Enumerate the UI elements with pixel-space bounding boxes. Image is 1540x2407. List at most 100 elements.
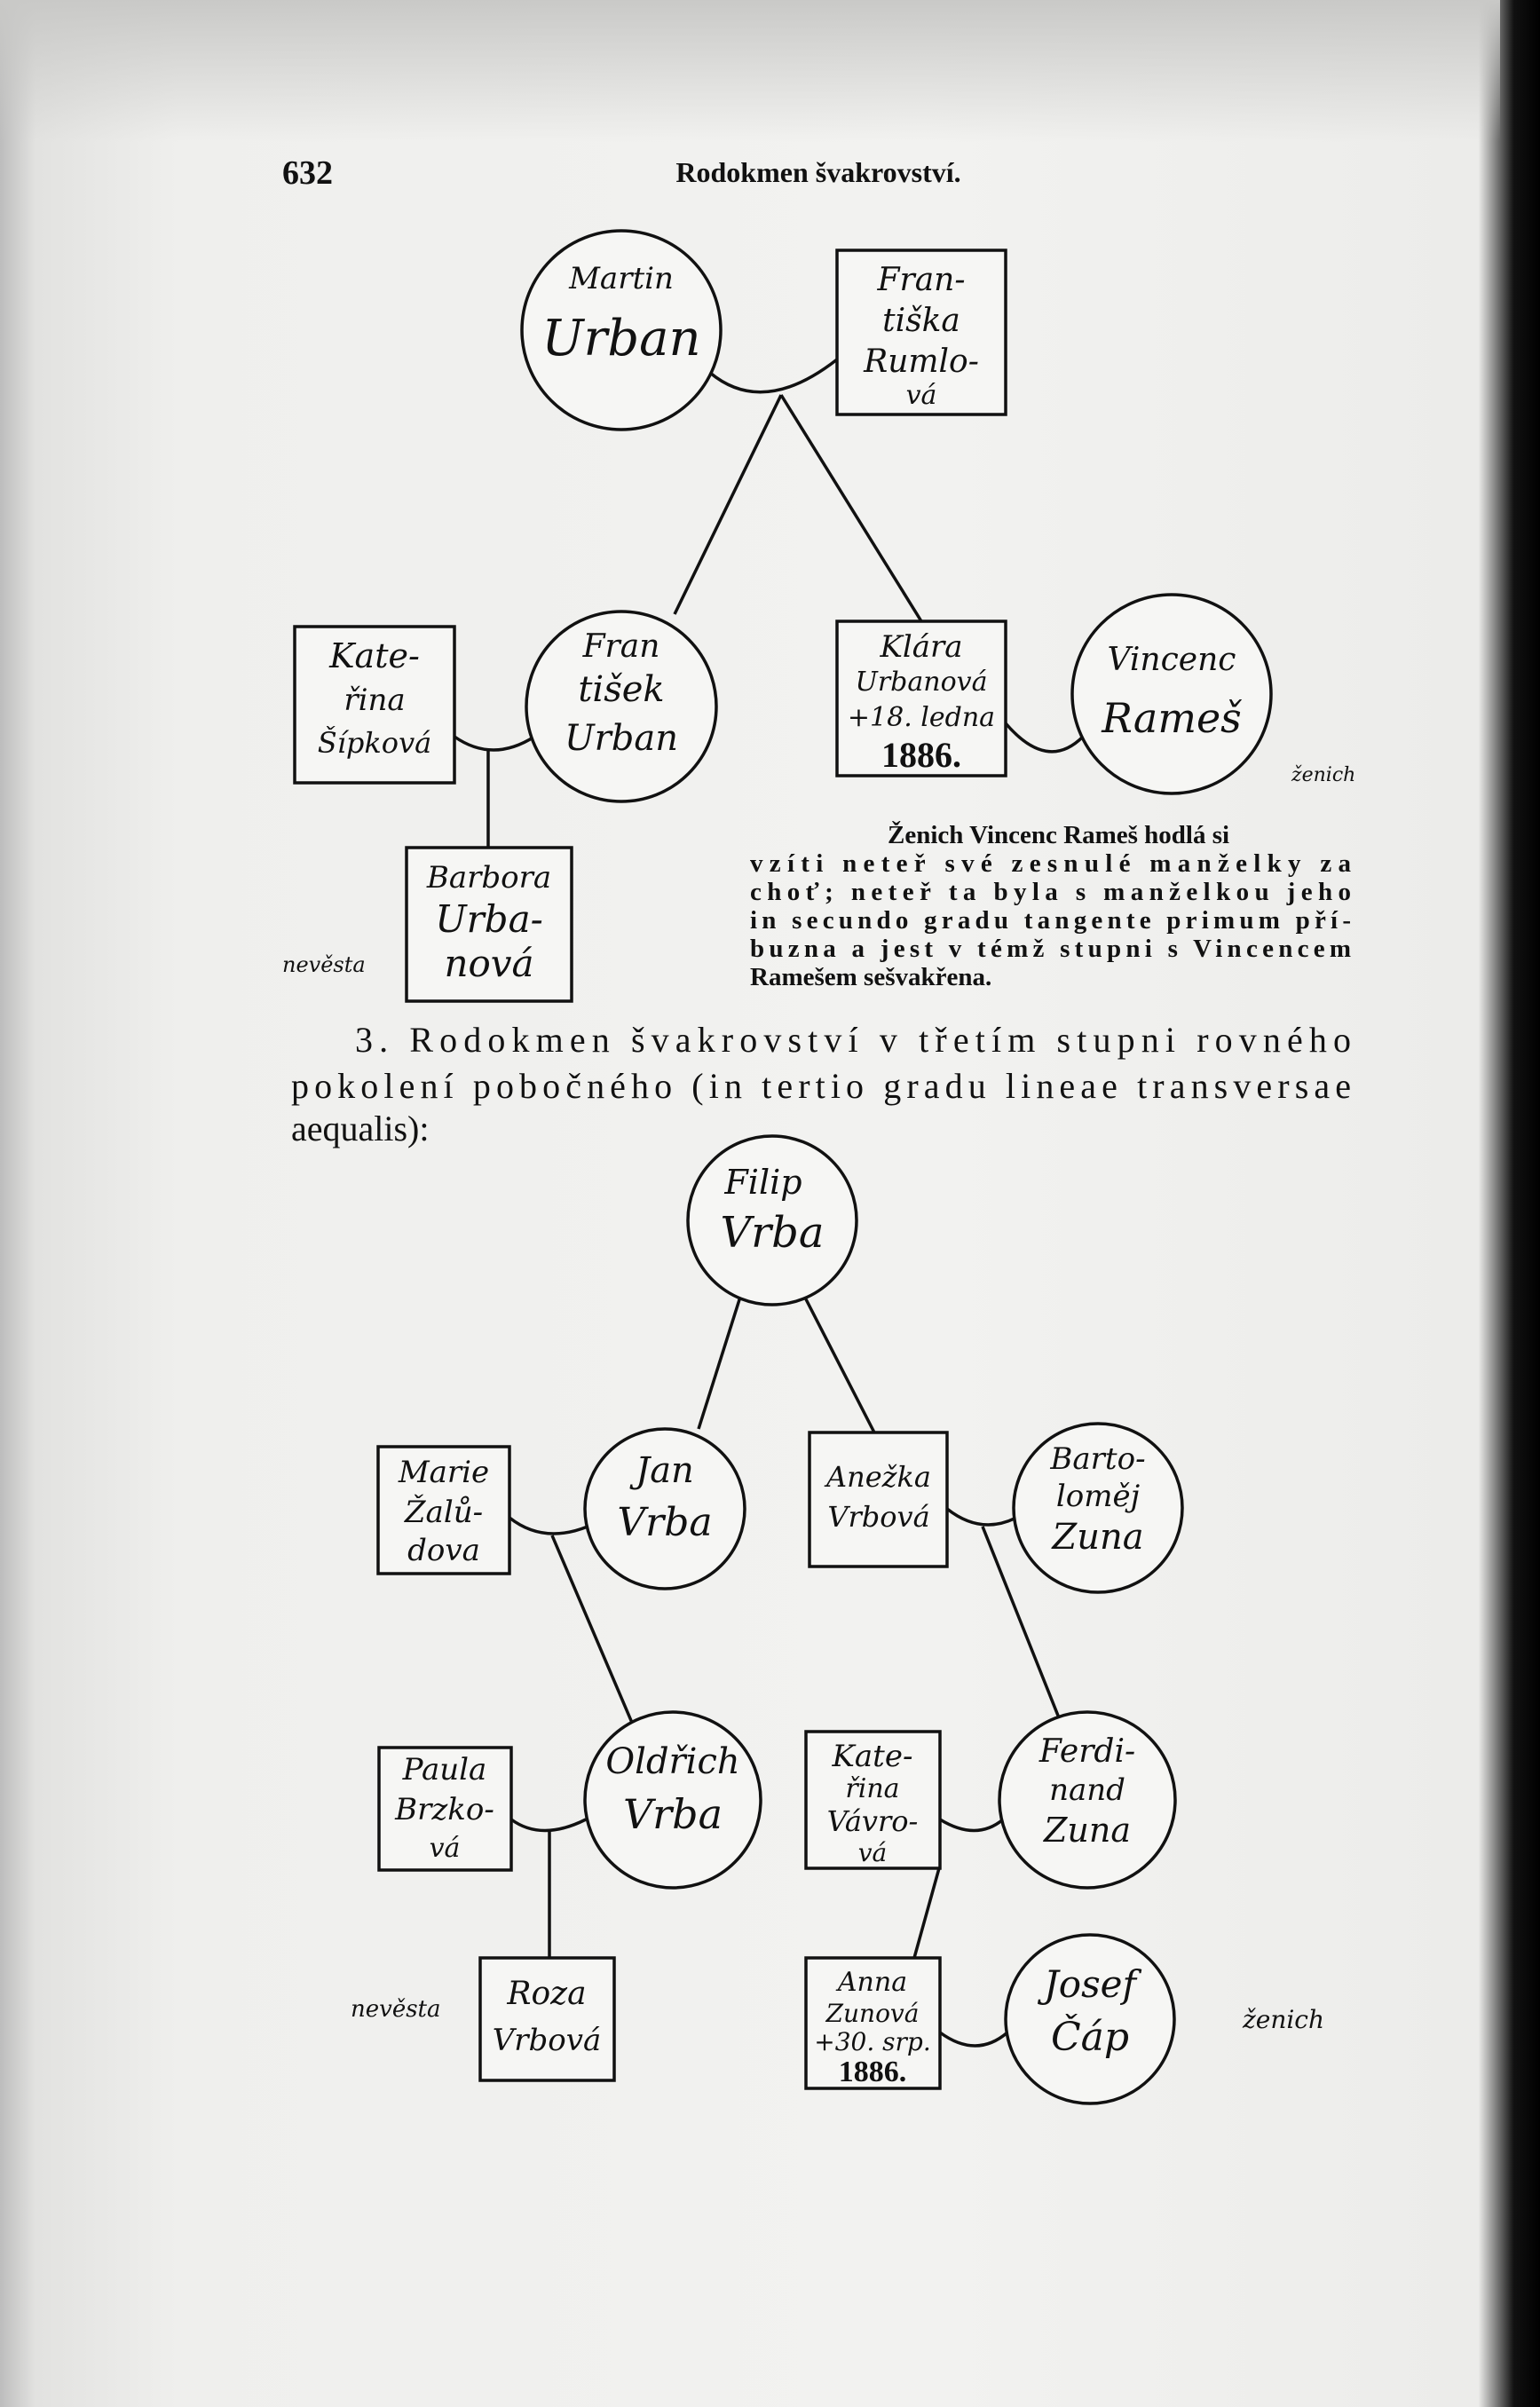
node-jan-vrba: Jan Vrba: [583, 1427, 746, 1590]
svg-text:Vincenc: Vincenc: [1108, 642, 1236, 678]
svg-text:Brzko-: Brzko-: [394, 1792, 494, 1827]
svg-text:Zuna: Zuna: [1043, 1811, 1131, 1850]
svg-text:Vrba: Vrba: [617, 1500, 712, 1545]
svg-text:+30. srp.: +30. srp.: [814, 2027, 930, 2056]
svg-text:Urba-: Urba-: [435, 897, 543, 941]
svg-text:+18. ledna: +18. ledna: [848, 702, 995, 733]
node-bartolomej-zuna: Barto- loměj Zuna: [1012, 1422, 1184, 1594]
svg-text:Vávro-: Vávro-: [827, 1804, 919, 1838]
node-katerina-vavrova: Kate- řina Vávro- vá: [804, 1730, 942, 1870]
svg-text:Čáp: Čáp: [1051, 2013, 1129, 2060]
label-nevesta: nevěsta: [351, 1996, 441, 2023]
svg-text:nand: nand: [1049, 1772, 1125, 1808]
node-josef-cap: Josef Čáp: [1004, 1933, 1176, 2105]
marriage-line: [508, 1516, 588, 1535]
svg-text:řina: řina: [845, 1773, 899, 1804]
descent-line: [550, 1535, 639, 1736]
tree1-connectors: [453, 358, 1085, 848]
svg-text:Kate-: Kate-: [832, 1739, 913, 1774]
svg-text:Ramešem sešvakřena.: Ramešem sešvakřena.: [750, 963, 991, 991]
descent-line: [697, 1293, 743, 1430]
node-paula-brzkova: Paula Brzko- vá: [377, 1746, 513, 1872]
marriage-line: [1004, 722, 1085, 754]
label-zenich: ženich: [1291, 764, 1355, 786]
svg-text:nová: nová: [444, 942, 533, 985]
svg-text:pokolení pobočného (in tertio: pokolení pobočného (in tertio gradu line…: [291, 1066, 1351, 1106]
node-frantisek-urban: Fran tišek Urban: [525, 610, 718, 803]
svg-text:Klára: Klára: [879, 629, 962, 665]
page-number: 632: [282, 154, 333, 192]
svg-text:Fran-: Fran-: [877, 262, 966, 298]
svg-text:Urban: Urban: [565, 718, 678, 759]
svg-text:Rameš: Rameš: [1101, 694, 1243, 742]
svg-text:Vrba: Vrba: [623, 1790, 723, 1838]
svg-text:Jan: Jan: [629, 1450, 694, 1491]
label-zenich: ženich: [1242, 2005, 1324, 2034]
svg-text:Vrbová: Vrbová: [827, 1500, 929, 1534]
svg-text:Ferdi-: Ferdi-: [1039, 1733, 1135, 1770]
svg-text:Roza: Roza: [506, 1976, 586, 2012]
svg-text:Zuna: Zuna: [1050, 1517, 1143, 1558]
label-nevesta: nevěsta: [282, 952, 366, 977]
svg-text:buzna a jest v témž stupni s V: buzna a jest v témž stupni s Vincencem: [750, 935, 1351, 963]
svg-text:Zunová: Zunová: [825, 1999, 920, 2028]
marriage-line: [509, 1818, 587, 1833]
svg-text:Barbora: Barbora: [426, 860, 551, 896]
svg-text:vá: vá: [906, 380, 937, 411]
node-vincenc-rames: Vincenc Rameš: [1070, 593, 1273, 795]
svg-text:choť; neteř ta byla s manželko: choť; neteř ta byla s manželkou jeho: [750, 878, 1351, 906]
node-martin-urban: Martin Urban: [520, 229, 723, 431]
svg-text:aequalis):: aequalis):: [291, 1109, 430, 1148]
explanation-paragraph: Ženich Vincenc Rameš hodlá si vzíti nete…: [750, 820, 1352, 991]
svg-text:Rumlo-: Rumlo-: [863, 343, 979, 380]
descent-line: [912, 1867, 941, 1959]
svg-text:Ženich Vincenc Rameš hodlá si: Ženich Vincenc Rameš hodlá si: [888, 820, 1229, 849]
svg-text:Oldřich: Oldřich: [605, 1741, 739, 1782]
svg-text:Kate-: Kate-: [328, 636, 420, 675]
svg-text:Žalů-: Žalů-: [404, 1494, 483, 1530]
node-frantiska-rumlova: Fran- tiška Rumlo- vá: [835, 249, 1007, 416]
svg-text:Vrbová: Vrbová: [493, 2023, 602, 2058]
node-roza-vrbova: Roza Vrbová: [478, 1956, 616, 2082]
svg-text:Anna: Anna: [835, 1967, 907, 1998]
svg-text:Urban: Urban: [541, 310, 700, 367]
svg-text:1886.: 1886.: [881, 735, 961, 775]
svg-text:Filip: Filip: [723, 1163, 802, 1202]
svg-text:tiška: tiška: [882, 303, 960, 339]
node-katerina-sipkova: Kate- řina Šípková: [293, 625, 456, 785]
svg-text:Paula: Paula: [402, 1752, 487, 1787]
node-anezka-vrbova: Anežka Vrbová: [808, 1431, 949, 1568]
svg-text:Marie: Marie: [398, 1455, 489, 1490]
marriage-line: [945, 1507, 1017, 1527]
svg-text:řina: řina: [344, 683, 405, 718]
svg-text:vá: vá: [430, 1833, 461, 1864]
section-3-heading: 3. Rodokmen švakrovství v třetím stupni …: [291, 1020, 1351, 1148]
svg-text:Vrba: Vrba: [721, 1208, 825, 1258]
svg-text:Šípková: Šípková: [318, 726, 431, 760]
marriage-line: [939, 1818, 1005, 1833]
node-anna-zunova: Anna Zunová +30. srp. 1886.: [804, 1956, 942, 2090]
svg-text:3. Rodokmen švakrovství v třet: 3. Rodokmen švakrovství v třetím stupni …: [355, 1020, 1351, 1060]
svg-text:dova: dova: [407, 1533, 480, 1568]
marriage-line: [453, 735, 535, 752]
svg-text:tišek: tišek: [578, 669, 664, 710]
svg-text:loměj: loměj: [1056, 1479, 1141, 1514]
marriage-line: [938, 2031, 1009, 2048]
node-filip-vrba: Filip Vrba: [686, 1134, 858, 1306]
running-title: Rodokmen švakrovství.: [675, 156, 960, 188]
svg-text:Josef: Josef: [1037, 1962, 1142, 2006]
svg-text:1886.: 1886.: [839, 2056, 907, 2088]
svg-text:Barto-: Barto-: [1049, 1441, 1145, 1477]
page-shadow: [0, 0, 1500, 142]
descent-line: [802, 1293, 876, 1433]
descent-line: [779, 394, 923, 622]
node-ferdinand-zuna: Ferdi- nand Zuna: [998, 1710, 1177, 1890]
svg-text:Anežka: Anežka: [824, 1460, 931, 1494]
svg-text:in secundo gradu tangente prim: in secundo gradu tangente primum pří-: [750, 906, 1351, 935]
node-klara-urbanova: Klára Urbanová +18. ledna 1886.: [835, 620, 1007, 777]
svg-text:Urbanová: Urbanová: [856, 667, 988, 698]
svg-text:Martin: Martin: [568, 261, 674, 296]
tree2-connectors: [508, 1293, 1062, 2048]
svg-text:vzíti neteř své zesnulé manžel: vzíti neteř své zesnulé manželky za: [750, 849, 1352, 878]
